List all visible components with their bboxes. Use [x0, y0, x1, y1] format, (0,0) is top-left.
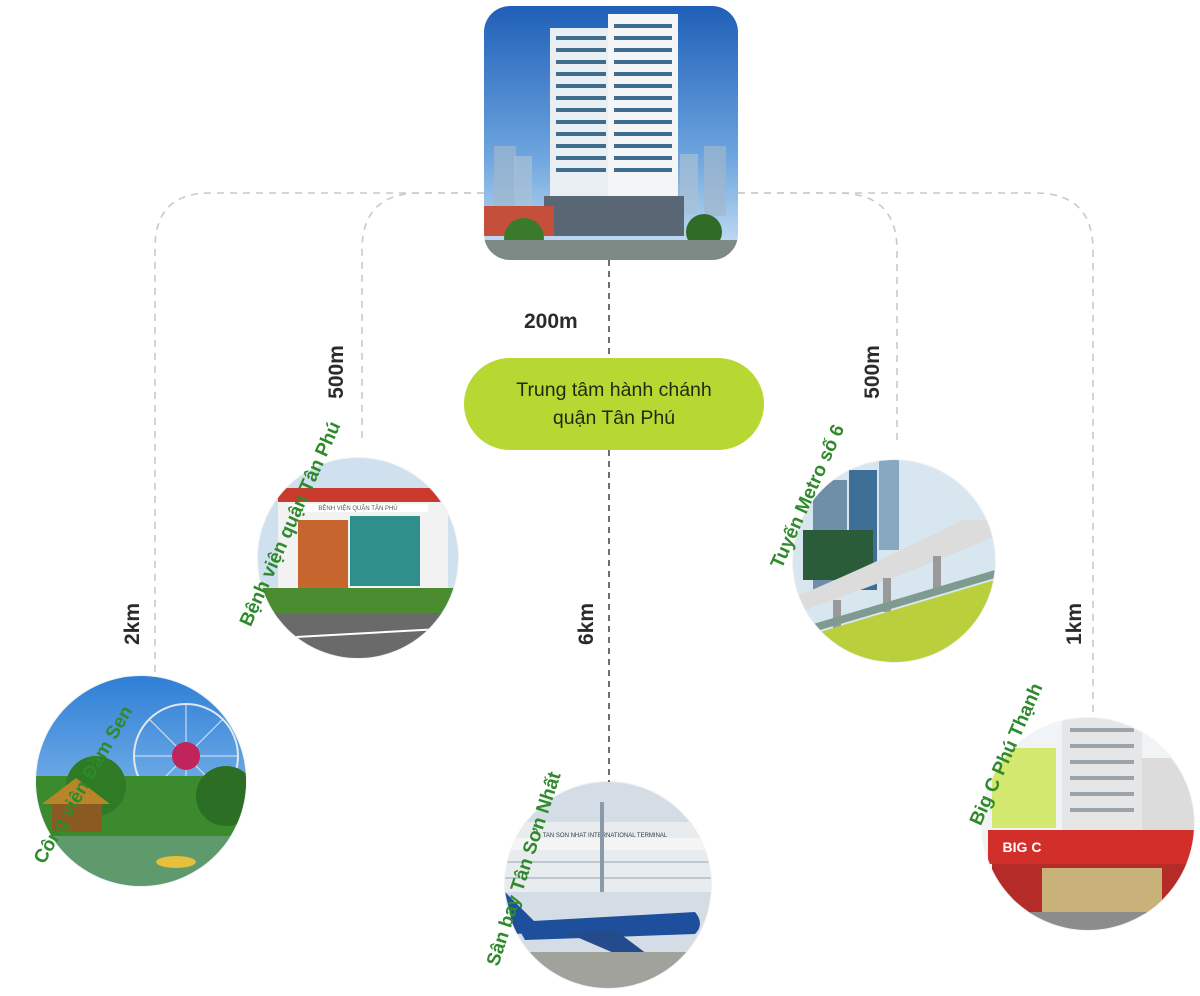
connector-benh-vien: [361, 192, 484, 440]
hub-name-line2: quận Tân Phú: [552, 407, 676, 429]
airport-sign: TAN SON NHAT INTERNATIONAL TERMINAL: [543, 833, 668, 839]
distance-big-c: 1km: [1063, 602, 1087, 646]
airport-photo: TAN SON NHAT INTERNATIONAL TERMINAL: [505, 782, 711, 988]
hub-pill: Trung tâm hành chánh quận Tân Phú: [464, 358, 764, 450]
big-c-sign: BIG C: [1003, 839, 1042, 855]
connector-big-c: [738, 192, 1094, 720]
distance-benh-vien: 500m: [324, 345, 348, 399]
hospital-photo: BỆNH VIỆN QUẬN TÂN PHÚ: [258, 458, 458, 658]
project-building-photo: [484, 6, 738, 260]
metro-photo: [793, 460, 995, 662]
distance-metro: 500m: [860, 345, 884, 399]
hub-name-line1: Trung tâm hành chánh: [516, 379, 712, 401]
distance-san-bay: 6km: [575, 602, 599, 646]
connector-dam-sen: [154, 192, 484, 680]
dam-sen-photo: [36, 676, 246, 886]
distance-dam-sen: 2km: [121, 602, 145, 646]
hub-distance: 200m: [524, 310, 578, 333]
hospital-sign: BỆNH VIỆN QUẬN TÂN PHÚ: [318, 504, 397, 512]
